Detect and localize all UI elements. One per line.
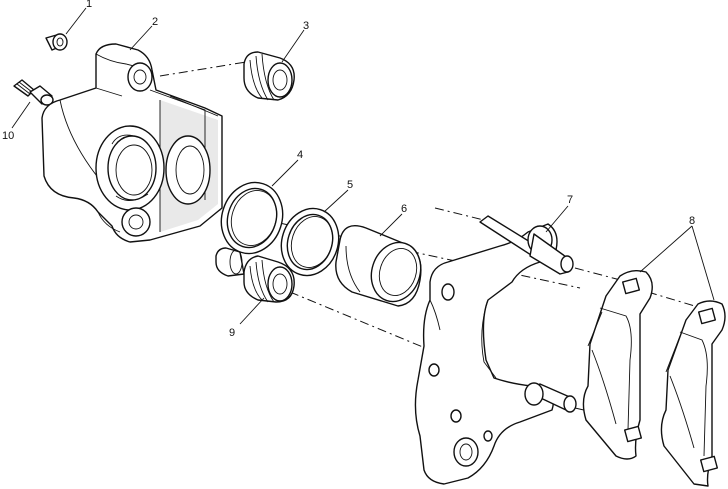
- callout-2: 2: [152, 16, 158, 28]
- callout-10: 10: [2, 130, 14, 142]
- part-1-bushing: [45, 33, 68, 51]
- part-6-piston: [335, 225, 422, 307]
- callout-5: 5: [347, 179, 353, 191]
- part-9-pin-boot-lower: [215, 247, 295, 303]
- part-2-caliper-housing: [41, 43, 223, 243]
- callout-9: 9: [229, 327, 235, 339]
- callout-3: 3: [303, 20, 309, 32]
- part-5-dust-seal: [280, 207, 340, 277]
- callout-labels: 1 2 3 4 5 6 7 8 9 10: [2, 0, 695, 339]
- callout-4: 4: [297, 149, 303, 161]
- part-7-bracket: [414, 215, 577, 485]
- callout-8: 8: [689, 215, 695, 227]
- part-4-piston-seal: [220, 181, 284, 255]
- part-10-bleeder-screw: [13, 79, 54, 106]
- part-8-brake-pad-rear: [660, 300, 726, 487]
- part-3-boot-upper: [243, 51, 295, 101]
- callout-7: 7: [567, 194, 573, 206]
- leader-lines: [11, 7, 715, 325]
- part-8-brake-pad-front: [582, 269, 653, 460]
- callout-1: 1: [86, 0, 92, 10]
- callout-6: 6: [401, 203, 407, 215]
